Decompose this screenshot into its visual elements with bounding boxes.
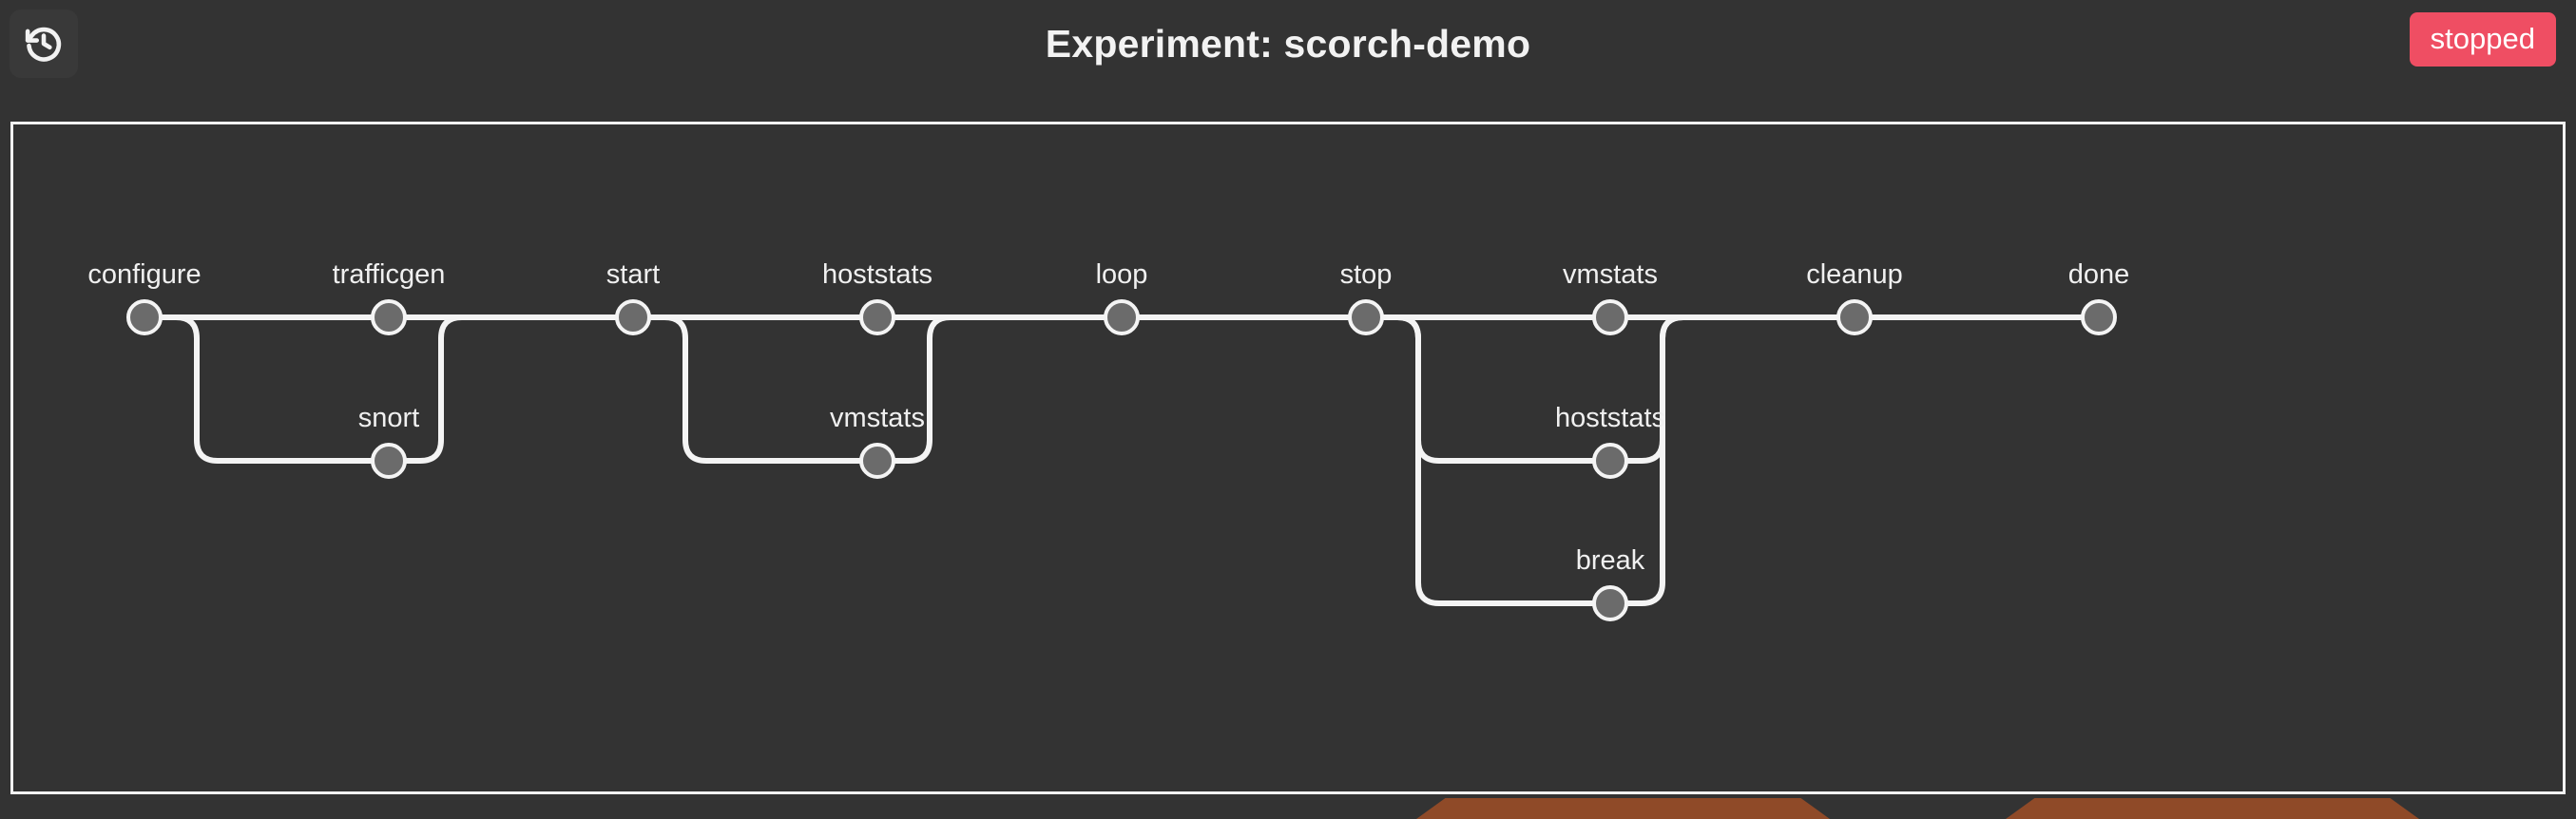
graph-edge bbox=[160, 314, 374, 464]
graph-node-cleanup[interactable] bbox=[1836, 299, 1873, 335]
bottom-tab-0[interactable] bbox=[1416, 798, 1830, 819]
graph-node-hoststats-2[interactable] bbox=[1592, 443, 1628, 479]
graph-node-done[interactable] bbox=[2081, 299, 2117, 335]
graph-edge bbox=[648, 314, 862, 464]
history-button[interactable] bbox=[10, 10, 78, 78]
graph-node-start[interactable] bbox=[615, 299, 651, 335]
graph-edge bbox=[1625, 314, 1839, 606]
graph-node-loop[interactable] bbox=[1104, 299, 1140, 335]
graph-node-break[interactable] bbox=[1592, 585, 1628, 621]
graph-node-snort[interactable] bbox=[371, 443, 407, 479]
graph-node-trafficgen[interactable] bbox=[371, 299, 407, 335]
history-icon bbox=[22, 22, 66, 66]
page-header: Experiment: scorch-demo stopped bbox=[0, 0, 2576, 95]
graph-node-stop[interactable] bbox=[1348, 299, 1384, 335]
graph-edge bbox=[1381, 314, 1595, 606]
graph-edge bbox=[1381, 314, 1595, 464]
page-title: Experiment: scorch-demo bbox=[1045, 21, 1531, 66]
graph-node-vmstats-2[interactable] bbox=[1592, 299, 1628, 335]
bottom-tab-1[interactable] bbox=[2006, 798, 2419, 819]
bottom-tab-strip bbox=[0, 798, 2576, 819]
graph-node-hoststats-1[interactable] bbox=[859, 299, 895, 335]
status-badge[interactable]: stopped bbox=[2409, 12, 2556, 67]
graph-edges bbox=[160, 314, 2084, 606]
graph-edge bbox=[893, 314, 1106, 464]
graph-edge bbox=[1625, 314, 1839, 464]
graph-edge bbox=[404, 314, 618, 464]
graph-node-vmstats-1[interactable] bbox=[859, 443, 895, 479]
graph-node-configure[interactable] bbox=[126, 299, 163, 335]
